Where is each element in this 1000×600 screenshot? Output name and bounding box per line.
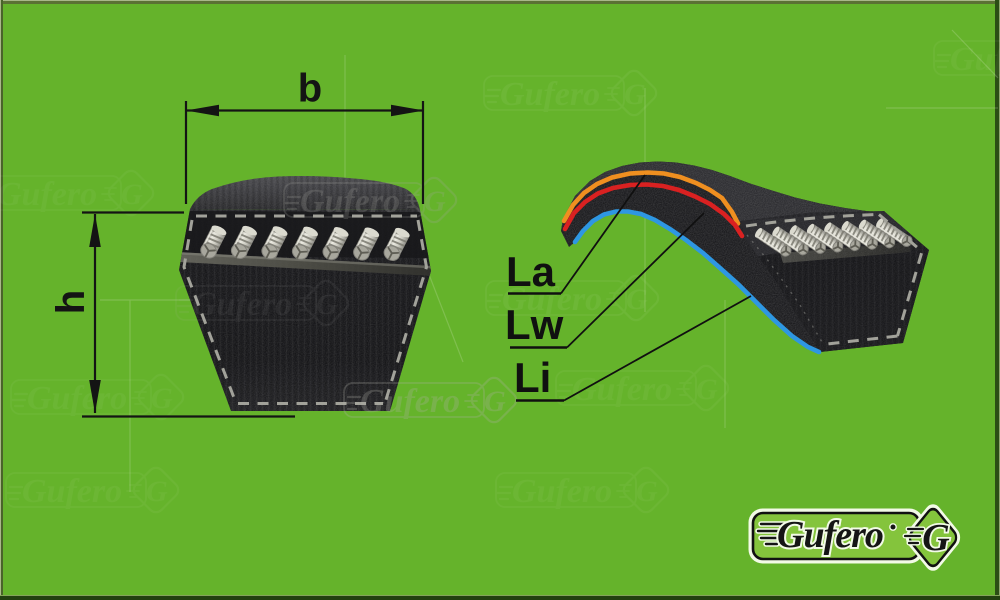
svg-text:Gufero: Gufero [512,473,612,510]
svg-text:G: G [624,78,646,111]
svg-text:Gufero: Gufero [777,514,883,556]
svg-text:G: G [484,385,506,418]
svg-text:Gufero: Gufero [27,380,127,417]
svg-text:Gufero: Gufero [360,383,460,420]
svg-text:G: G [146,475,168,508]
svg-text:Gufero: Gufero [192,286,292,323]
svg-text:Gufero: Gufero [500,76,600,113]
svg-text:G: G [626,283,648,316]
svg-text:G: G [636,475,658,508]
svg-text:G: G [121,178,143,211]
svg-text:G: G [696,373,718,406]
svg-text:G: G [424,185,446,218]
svg-text:G: G [151,382,173,415]
svg-text:Gufero: Gufero [502,281,602,318]
svg-text:Li: Li [514,354,551,401]
svg-text:Gufero: Gufero [300,183,400,220]
svg-text:h: h [49,290,93,314]
svg-text:G: G [922,517,950,559]
svg-text:Gufero: Gufero [950,41,1000,78]
svg-text:Gufero: Gufero [572,371,672,408]
svg-text:G: G [316,288,338,321]
svg-text:La: La [506,248,556,295]
svg-text:Lw: Lw [505,301,564,348]
svg-text:Gufero: Gufero [0,176,97,213]
svg-text:b: b [298,67,322,111]
svg-text:Gufero: Gufero [22,473,122,510]
